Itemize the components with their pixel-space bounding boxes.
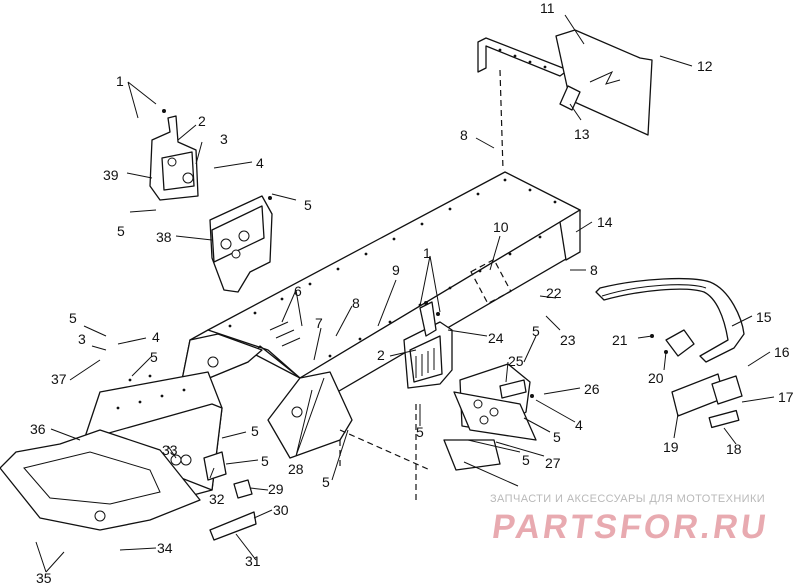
callout-11: 11 — [540, 0, 555, 16]
callout-26: 26 — [584, 381, 600, 397]
watermark-logo: PARTSFOR.RU — [490, 508, 771, 546]
callout-22: 22 — [546, 285, 562, 301]
callout-34: 34 — [157, 540, 173, 556]
callout-13: 13 — [574, 126, 590, 142]
callout-5: 5 — [416, 424, 424, 440]
callout-29: 29 — [268, 481, 284, 497]
steering-post-assembly — [403, 301, 453, 389]
callout-24: 24 — [488, 330, 504, 346]
callout-17: 17 — [778, 389, 794, 405]
bracket-25-27 — [443, 363, 537, 471]
callout-9: 9 — [392, 262, 400, 278]
watermark-logo-text: PARTSFOR.RU — [490, 508, 771, 546]
callout-5: 5 — [322, 474, 330, 490]
callout-2: 2 — [377, 347, 385, 363]
callout-18: 18 — [726, 441, 742, 457]
skid-bar-15 — [595, 277, 745, 363]
callout-37: 37 — [51, 371, 67, 387]
callout-1: 1 — [116, 73, 124, 89]
callout-3: 3 — [220, 131, 228, 147]
leader-lines — [35, 14, 775, 573]
callout-5: 5 — [304, 197, 312, 213]
callout-12: 12 — [697, 58, 713, 74]
callout-19: 19 — [663, 439, 679, 455]
tunnel-rivets — [228, 178, 557, 358]
callout-5: 5 — [117, 223, 125, 239]
bulkhead-side-plate — [267, 371, 431, 500]
callout-23: 23 — [560, 332, 576, 348]
watermark-caption: ЗАПЧАСТИ И АКСЕССУАРЫ ДЛЯ МОТОТЕХНИКИ — [490, 493, 766, 505]
rear-bracket-assembly — [477, 29, 653, 171]
callout-1: 1 — [423, 245, 431, 261]
callout-4: 4 — [575, 417, 583, 433]
callout-8: 8 — [590, 262, 598, 278]
front-chassis-36 — [0, 371, 223, 531]
callout-21: 21 — [612, 332, 628, 348]
callout-39: 39 — [103, 167, 119, 183]
callout-labels: 1 2 3 4 39 5 5 38 11 12 13 8 14 10 8 9 1… — [30, 0, 794, 586]
callout-16: 16 — [774, 344, 790, 360]
steering-bracket-39 — [149, 109, 199, 201]
callout-36: 36 — [30, 421, 46, 437]
callout-25: 25 — [508, 353, 524, 369]
callout-5: 5 — [522, 452, 530, 468]
callout-5: 5 — [553, 429, 561, 445]
callout-6: 6 — [294, 283, 302, 299]
callout-5: 5 — [532, 323, 540, 339]
callout-7: 7 — [315, 315, 323, 331]
bracket-16-19 — [650, 329, 743, 429]
callout-5: 5 — [251, 423, 259, 439]
callout-5: 5 — [69, 310, 77, 326]
callout-33: 33 — [162, 442, 178, 458]
callout-30: 30 — [273, 502, 289, 518]
callout-3: 3 — [78, 331, 86, 347]
callout-10: 10 — [493, 219, 509, 235]
callout-31: 31 — [245, 553, 261, 569]
callout-35: 35 — [36, 570, 52, 586]
callout-8: 8 — [352, 295, 360, 311]
callout-27: 27 — [545, 455, 561, 471]
callout-32: 32 — [209, 491, 225, 507]
callout-5: 5 — [150, 349, 158, 365]
callout-5: 5 — [261, 453, 269, 469]
steering-bracket-38 — [209, 195, 273, 293]
callout-4: 4 — [152, 329, 160, 345]
callout-28: 28 — [288, 461, 304, 477]
callout-38: 38 — [156, 229, 172, 245]
small-brackets-29-32 — [170, 451, 257, 541]
callout-4: 4 — [256, 155, 264, 171]
callout-8: 8 — [460, 127, 468, 143]
callout-14: 14 — [597, 214, 613, 230]
callout-20: 20 — [648, 370, 664, 386]
callout-15: 15 — [756, 309, 772, 325]
callout-2: 2 — [198, 113, 206, 129]
tunnel-assembly — [179, 171, 581, 406]
